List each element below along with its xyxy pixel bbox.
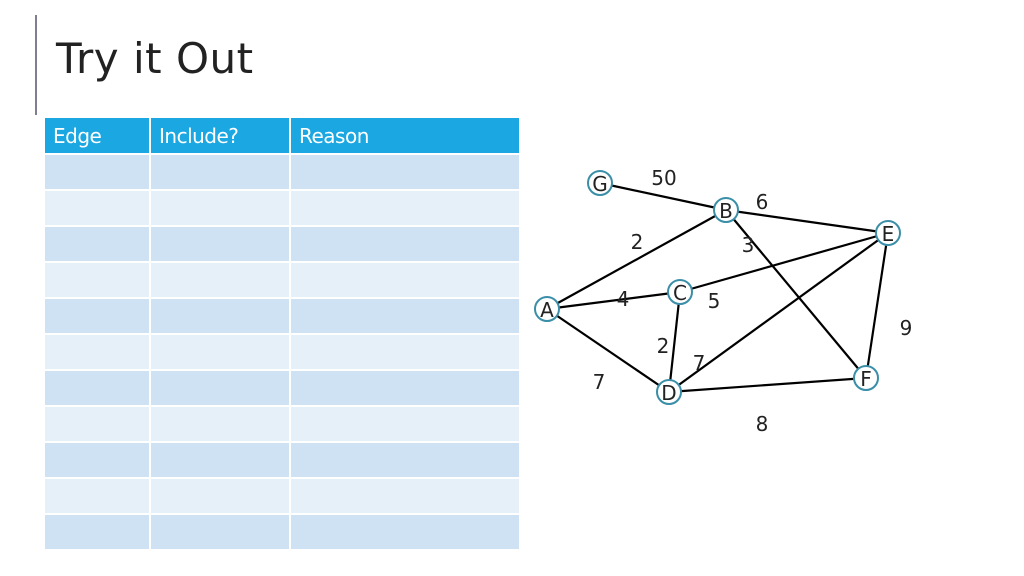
- reason-cell[interactable]: [290, 513, 521, 549]
- node-E: E: [875, 220, 901, 246]
- include-cell[interactable]: [150, 297, 291, 334]
- title-accent-bar: [35, 15, 37, 115]
- edge-layer: [546, 181, 890, 394]
- reason-cell[interactable]: [290, 477, 521, 514]
- edge-weight-E-F: 9: [900, 316, 913, 340]
- edge-D-E: [668, 232, 889, 393]
- table-body: [45, 153, 521, 549]
- include-cell[interactable]: [150, 153, 291, 190]
- edge-cell[interactable]: [45, 189, 151, 226]
- node-circle: [853, 365, 879, 391]
- edge-A-B: [546, 209, 727, 310]
- node-G: G: [587, 170, 613, 196]
- edge-weight-A-C: 4: [617, 287, 630, 311]
- reason-cell[interactable]: [290, 369, 521, 406]
- node-A: A: [534, 296, 560, 322]
- edge-cell[interactable]: [45, 405, 151, 442]
- node-circle: [875, 220, 901, 246]
- node-F: F: [853, 365, 879, 391]
- edge-cell[interactable]: [45, 333, 151, 370]
- edge-C-E: [679, 231, 889, 294]
- reason-cell[interactable]: [290, 405, 521, 442]
- include-cell[interactable]: [150, 261, 291, 298]
- node-label: E: [882, 222, 895, 246]
- header-edge: Edge: [45, 118, 151, 154]
- edge-A-D: [546, 308, 670, 393]
- node-circle: [656, 379, 682, 405]
- reason-cell[interactable]: [290, 297, 521, 334]
- node-label: G: [592, 172, 608, 196]
- edge-C-D: [667, 291, 682, 393]
- include-cell[interactable]: [150, 333, 291, 370]
- table-header-row: Edge Include? Reason: [45, 118, 521, 154]
- table-row: [45, 261, 521, 298]
- edge-B-F: [725, 209, 867, 379]
- node-circle: [713, 197, 739, 223]
- node-label: B: [719, 199, 733, 223]
- edge-table: Edge Include? Reason: [45, 118, 521, 549]
- node-D: D: [656, 379, 682, 405]
- edge-weight-D-F: 8: [756, 412, 769, 436]
- reason-cell[interactable]: [290, 189, 521, 226]
- table-row: [45, 297, 521, 334]
- include-cell[interactable]: [150, 405, 291, 442]
- header-reason: Reason: [290, 118, 521, 154]
- table-row: [45, 405, 521, 442]
- edge-weight-C-D: 2: [657, 334, 670, 358]
- reason-cell[interactable]: [290, 261, 521, 298]
- edge-weight-A-D: 7: [593, 370, 606, 394]
- edge-weight-A-B: 2: [631, 230, 644, 254]
- table-row: [45, 441, 521, 478]
- node-layer: G B E C A F D: [534, 170, 901, 405]
- edge-D-F: [668, 376, 867, 394]
- include-cell[interactable]: [150, 369, 291, 406]
- table-row: [45, 153, 521, 190]
- reason-cell[interactable]: [290, 153, 521, 190]
- edge-cell[interactable]: [45, 153, 151, 190]
- node-circle: [667, 279, 693, 305]
- edge-A-C: [546, 290, 681, 311]
- header-include: Include?: [150, 118, 291, 154]
- edge-G-B: [599, 181, 727, 212]
- edge-weight-C-E: 5: [708, 289, 721, 313]
- reason-cell[interactable]: [290, 441, 521, 478]
- edge-weight-D-E: 7: [693, 351, 706, 375]
- reason-cell[interactable]: [290, 225, 521, 262]
- node-label: C: [673, 281, 687, 305]
- edge-B-E: [725, 208, 889, 235]
- page-title: Try it Out: [56, 34, 254, 83]
- include-cell[interactable]: [150, 189, 291, 226]
- include-cell[interactable]: [150, 513, 291, 549]
- node-circle: [534, 296, 560, 322]
- table-row: [45, 333, 521, 370]
- node-label: A: [540, 298, 554, 322]
- edge-cell[interactable]: [45, 477, 151, 514]
- table-row: [45, 189, 521, 226]
- edge-E-F: [864, 232, 890, 379]
- edge-cell[interactable]: [45, 297, 151, 334]
- table-row: [45, 477, 521, 514]
- node-C: C: [667, 279, 693, 305]
- table-row: [45, 225, 521, 262]
- node-label: D: [661, 381, 676, 405]
- include-cell[interactable]: [150, 225, 291, 262]
- edge-cell[interactable]: [45, 513, 151, 549]
- include-cell[interactable]: [150, 477, 291, 514]
- edge-weight-G-B: 50: [651, 166, 676, 190]
- edge-cell[interactable]: [45, 369, 151, 406]
- table-row: [45, 513, 521, 549]
- reason-cell[interactable]: [290, 333, 521, 370]
- table-row: [45, 369, 521, 406]
- edge-cell[interactable]: [45, 441, 151, 478]
- node-label: F: [860, 367, 872, 391]
- node-B: B: [713, 197, 739, 223]
- edge-cell[interactable]: [45, 261, 151, 298]
- edge-weight-B-F: 3: [742, 233, 755, 257]
- node-circle: [587, 170, 613, 196]
- edge-cell[interactable]: [45, 225, 151, 262]
- edge-weight-B-E: 6: [756, 190, 769, 214]
- include-cell[interactable]: [150, 441, 291, 478]
